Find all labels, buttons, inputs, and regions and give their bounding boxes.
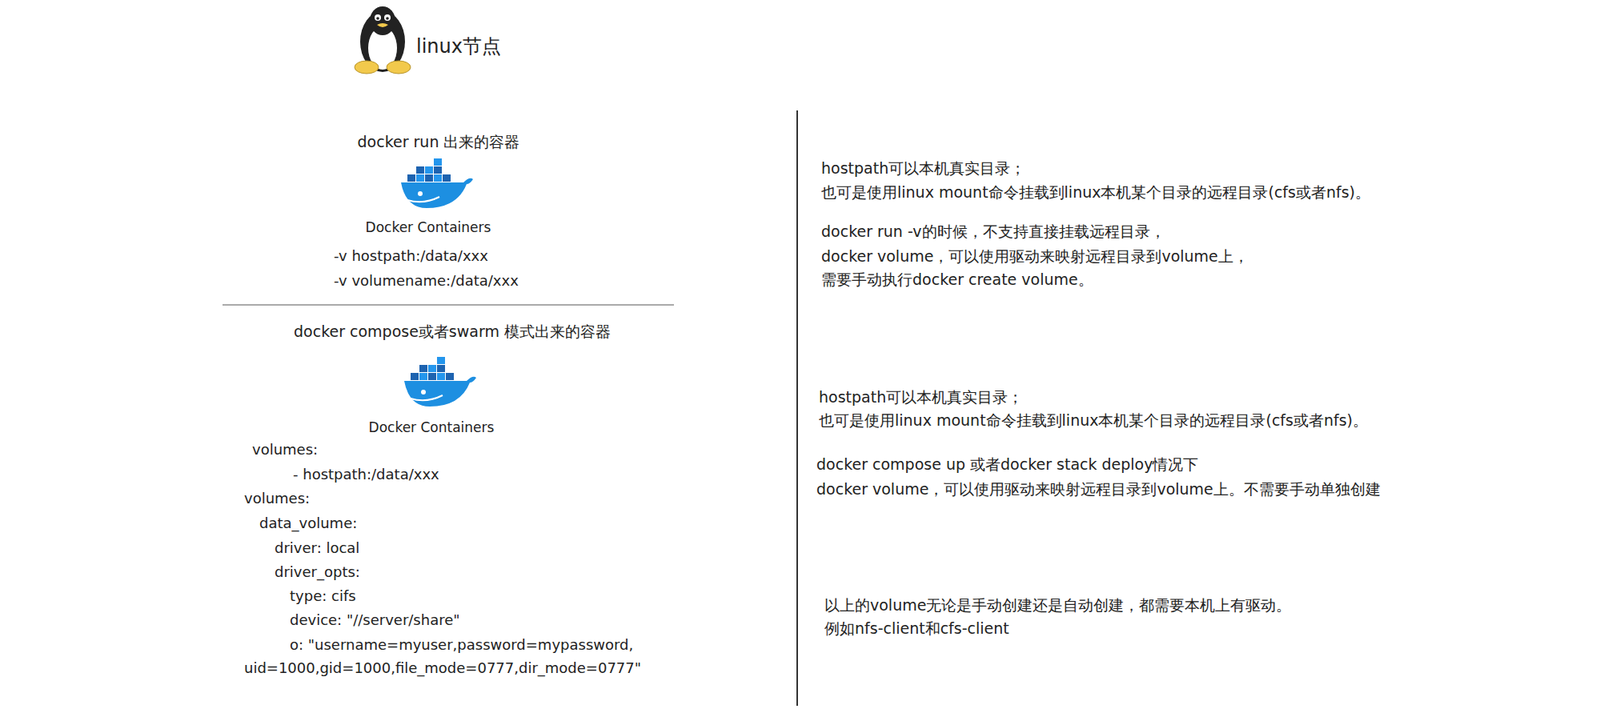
docker-whale-icon bbox=[401, 158, 474, 209]
note-text: -v volumename:/data/xxx bbox=[333, 272, 519, 290]
note-text: Docker Containers bbox=[368, 419, 495, 436]
diagram-title: linux节点 bbox=[416, 35, 502, 59]
note-text: hostpath可以本机真实目录； bbox=[821, 159, 1026, 178]
note-text: Docker Containers bbox=[365, 219, 492, 236]
note-text: - hostpath:/data/xxx bbox=[292, 465, 440, 484]
note-text: driver_opts: bbox=[274, 563, 361, 582]
vertical-divider bbox=[796, 110, 798, 706]
note-text: 以上的volume无论是手动创建还是自动创建，都需要本机上有驱动。 bbox=[824, 596, 1292, 615]
note-text: volumes: bbox=[252, 441, 318, 459]
note-text: 例如nfs-client和cfs-client bbox=[824, 619, 1010, 638]
note-text: 也可是使用linux mount命令挂载到linux本机某个目录的远程目录(cf… bbox=[818, 411, 1368, 430]
note-text: hostpath可以本机真实目录； bbox=[818, 388, 1023, 407]
note-text: docker run 出来的容器 bbox=[357, 132, 521, 152]
note-text: docker compose up 或者docker stack deploy情… bbox=[816, 455, 1199, 474]
penguin-icon bbox=[354, 6, 411, 74]
note-text: type: cifs bbox=[289, 587, 357, 606]
docker-whale-icon bbox=[404, 356, 477, 407]
note-text: docker compose或者swarm 模式出来的容器 bbox=[293, 322, 611, 341]
note-text: 需要手动执行docker create volume。 bbox=[821, 270, 1094, 289]
note-text: volumes: bbox=[244, 489, 310, 508]
note-text: docker volume，可以使用驱动来映射远程目录到volume上， bbox=[821, 247, 1249, 266]
note-text: o: "username=myuser,password=mypassword, bbox=[289, 636, 634, 654]
note-text: device: "//server/share" bbox=[289, 611, 461, 630]
note-text: 也可是使用linux mount命令挂载到linux本机某个目录的远程目录(cf… bbox=[821, 183, 1371, 202]
note-text: driver: local bbox=[274, 539, 360, 558]
note-text: -v hostpath:/data/xxx bbox=[333, 247, 489, 265]
note-text: data_volume: bbox=[259, 514, 357, 533]
note-text: docker run -v的时候，不支持直接挂载远程目录， bbox=[821, 222, 1166, 241]
divider-line bbox=[222, 304, 674, 306]
note-text: uid=1000,gid=1000,file_mode=0777,dir_mod… bbox=[244, 659, 642, 678]
note-text: docker volume，可以使用驱动来映射远程目录到volume上。不需要手… bbox=[816, 480, 1381, 499]
